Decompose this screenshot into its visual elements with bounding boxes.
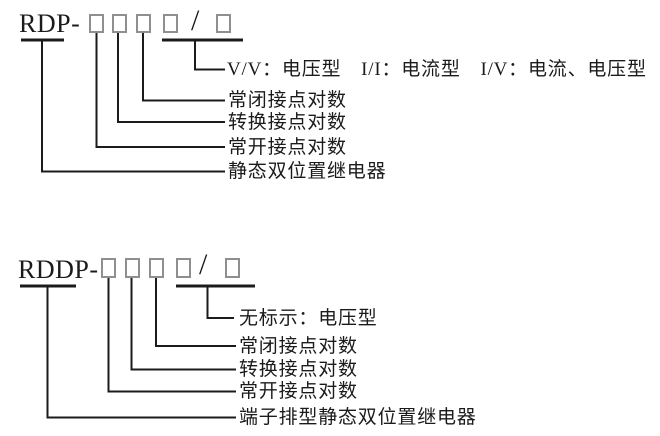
rddp-digit-box-3 xyxy=(149,258,164,278)
rdp-digit-box-4 xyxy=(163,14,178,33)
rddp-label-changeover-contacts: 转换接点对数 xyxy=(239,359,358,380)
rdp-digit-box-1 xyxy=(89,14,104,33)
rdp-digit-box-2 xyxy=(111,14,127,33)
rddp-slash-separator: / xyxy=(199,248,208,281)
rddp-connector-type-code xyxy=(206,286,234,319)
rddp-label-series-name: 端子排型静态双位置继电器 xyxy=(239,407,477,428)
rdp-model-prefix: RDP- xyxy=(19,9,81,38)
rddp-connector-nc-contacts xyxy=(155,278,236,347)
rddp-label-no-contacts: 常开接点对数 xyxy=(239,381,358,402)
rddp-connector-changeover-contacts xyxy=(130,278,236,371)
rdp-connector-changeover-contacts xyxy=(117,33,225,123)
rdp-connector-type-code xyxy=(194,40,225,71)
rddp-digit-box-4 xyxy=(176,258,191,278)
rdp-label-no-contacts: 常开接点对数 xyxy=(228,136,347,158)
rddp-label-type-code: 无标示：电压型 xyxy=(239,307,378,329)
rdp-slash-separator: / xyxy=(191,4,200,37)
rdp-label-changeover-contacts: 转换接点对数 xyxy=(228,111,347,133)
rddp-connector-series-name xyxy=(46,286,236,419)
rddp-digit-box-5 xyxy=(225,258,240,278)
rdp-connector-nc-contacts xyxy=(142,33,225,102)
rddp-digit-box-2 xyxy=(125,258,140,278)
rddp-digit-box-1 xyxy=(101,258,116,278)
rddp-label-nc-contacts: 常闭接点对数 xyxy=(239,335,358,357)
rdp-connector-series-name xyxy=(41,40,225,173)
rdp-digit-box-5 xyxy=(215,14,231,33)
rdp-digit-box-3 xyxy=(136,14,151,33)
rddp-connector-no-contacts xyxy=(107,278,236,393)
rdp-label-type-code: V/V：电压型 I/I：电流型 I/V：电流、电压型 xyxy=(227,59,647,80)
rdp-connector-no-contacts xyxy=(95,33,225,148)
rdp-label-nc-contacts: 常闭接点对数 xyxy=(228,90,347,111)
rdp-label-series-name: 静态双位置继电器 xyxy=(228,161,387,182)
rddp-model-prefix: RDDP- xyxy=(18,255,99,284)
